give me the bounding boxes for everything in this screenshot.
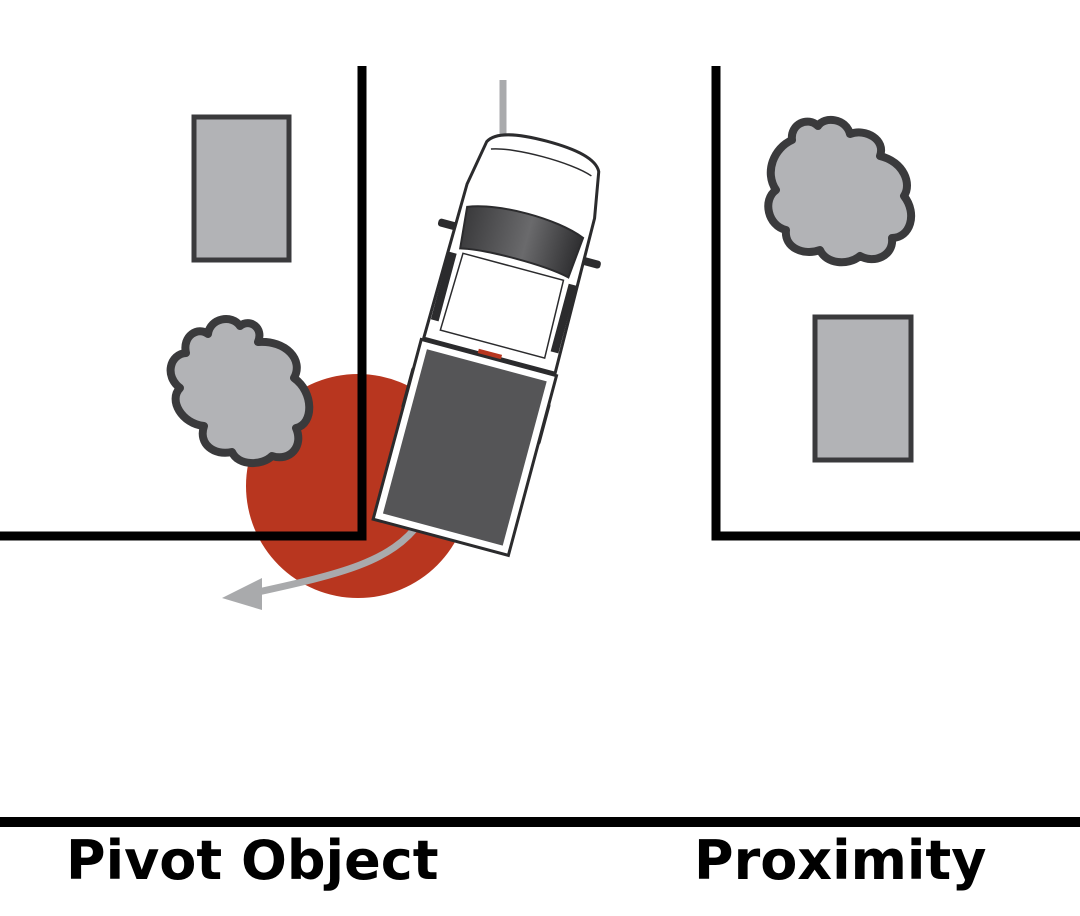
- left-side-window: [430, 251, 457, 322]
- truck-windshield: [458, 205, 585, 279]
- right-bush-icon: [764, 115, 916, 267]
- hood-line: [490, 148, 592, 177]
- brake-light: [477, 348, 503, 360]
- right-lot-wall: [711, 66, 1080, 541]
- right-side-window: [550, 283, 577, 354]
- pivot-bush-icon: [166, 315, 314, 467]
- right-mirror: [580, 256, 601, 269]
- proximity-caption: Proximity: [694, 829, 987, 892]
- left-mirror: [437, 218, 458, 231]
- left-lot-wall: [0, 66, 367, 541]
- left-box-object: [191, 114, 292, 263]
- pivot-object-caption: Pivot Object: [66, 829, 439, 892]
- arrow-head-icon: [222, 578, 262, 610]
- right-box-object: [812, 314, 914, 463]
- pickup-truck-icon: [371, 133, 601, 558]
- truck-roof: [439, 252, 565, 359]
- reverse-path-line: [254, 518, 424, 596]
- truck-bed: [382, 349, 547, 546]
